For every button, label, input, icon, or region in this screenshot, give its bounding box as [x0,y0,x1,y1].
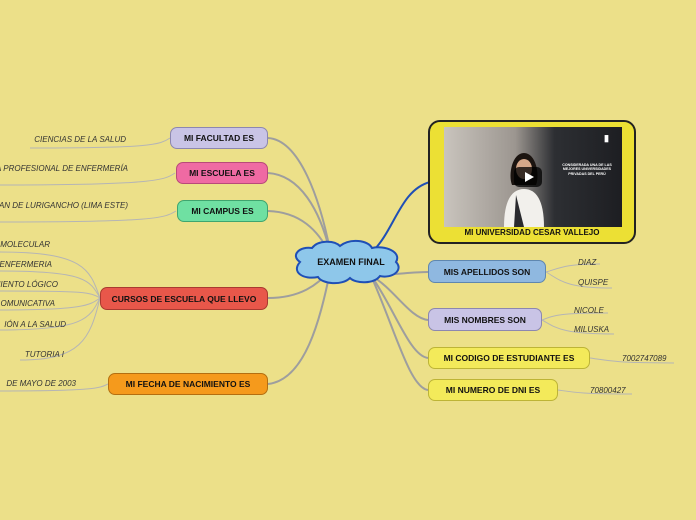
ucv-logo-icon: ▮ [604,133,609,143]
leaf-fecha-0: DE MAYO DE 2003 [6,379,76,388]
leaf-curso-5: TUTORIA I [24,350,64,359]
leaf-curso-3: OMUNICATIVA [0,299,55,308]
play-icon[interactable] [514,167,542,187]
leaf-curso-4: IÓN A LA SALUD [4,320,66,329]
video-promo-text: CONSIDERADA UNA DE LAS MEJORES UNIVERSID… [562,163,612,176]
branch-codigo[interactable]: MI CODIGO DE ESTUDIANTE ES [428,347,590,369]
branch-cursos[interactable]: CURSOS DE ESCUELA QUE LLEVO [100,287,268,310]
media-card-universidad[interactable]: ▮ CONSIDERADA UNA DE LAS MEJORES UNIVERS… [428,120,636,244]
leaf-escuela-0: A PROFESIONAL DE ENFERMERÍA [0,164,128,173]
leaf-apellido-0: DIAZ [578,258,597,267]
center-node[interactable]: EXAMEN FINAL [317,257,385,267]
leaf-facultad-0: CIENCIAS DE LA SALUD [34,135,126,144]
leaf-nombre-0: NICOLE [574,306,604,315]
branch-facultad[interactable]: MI FACULTAD ES [170,127,268,149]
branch-nombres[interactable]: MIS NOMBRES SON [428,308,542,331]
leaf-apellido-1: QUISPE [578,278,609,287]
center-cloud [294,240,400,285]
branch-campus[interactable]: MI CAMPUS ES [177,200,268,222]
leaf-curso-1: ENFERMERIA [0,260,52,269]
branch-dni[interactable]: MI NUMERO DE DNI ES [428,379,558,401]
leaf-nombre-1: MILUSKA [574,325,610,334]
video-thumbnail[interactable]: ▮ CONSIDERADA UNA DE LAS MEJORES UNIVERS… [444,127,622,227]
branch-apellidos[interactable]: MIS APELLIDOS SON [428,260,546,283]
leaf-campus-0: AN DE LURIGANCHO (LIMA ESTE) [0,201,128,210]
leaf-curso-0: MOLECULAR [0,240,50,249]
leaf-codigo-0: 7002747089 [622,354,667,363]
leaf-dni-0: 70800427 [590,386,626,395]
branch-fecha[interactable]: MI FECHA DE NACIMIENTO ES [108,373,268,395]
branch-escuela[interactable]: MI ESCUELA ES [176,162,268,184]
media-caption: MI UNIVERSIDAD CESAR VALLEJO [464,228,600,237]
leaf-curso-2: MIENTO LÓGICO [0,280,58,289]
